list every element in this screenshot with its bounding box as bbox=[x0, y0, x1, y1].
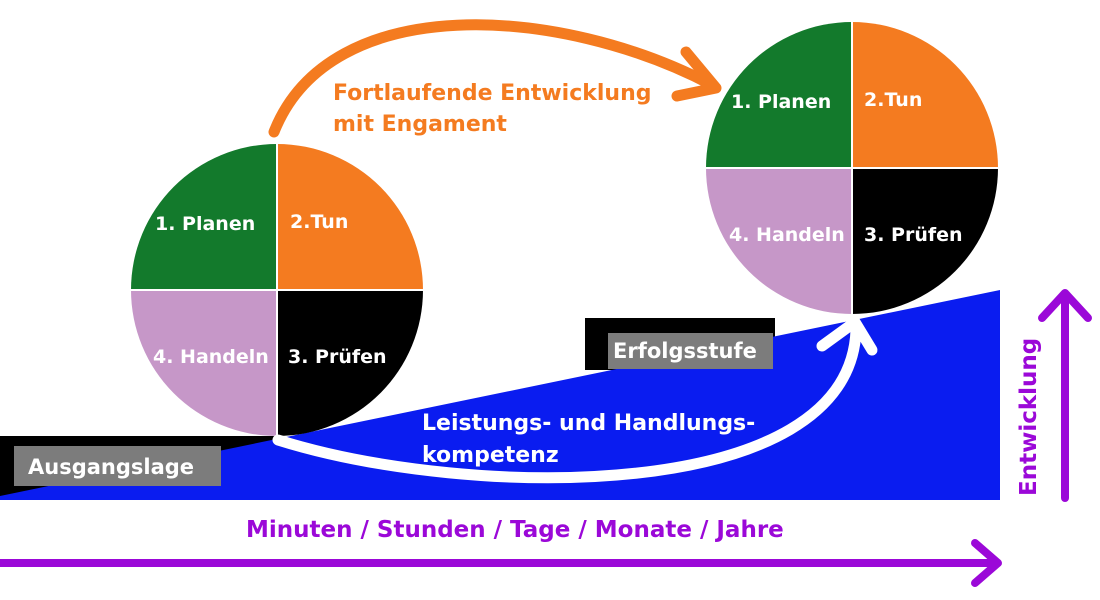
success-tag bbox=[608, 333, 773, 369]
vertical-development-arrowhead bbox=[1038, 289, 1092, 322]
competence-line2: kompetenz bbox=[422, 443, 559, 468]
timeline-label: Minuten / Stunden / Tage / Monate / Jahr… bbox=[246, 517, 784, 543]
small-plan-label: 1. Planen bbox=[155, 213, 255, 235]
start-label: Ausgangslage bbox=[28, 455, 194, 479]
start-tag bbox=[14, 446, 221, 486]
timeline-arrowhead bbox=[971, 539, 1002, 587]
pdca-cycle-start bbox=[131, 144, 423, 436]
pdca-cycle-success bbox=[706, 22, 998, 314]
large-plan-label: 1. Planen bbox=[731, 91, 831, 113]
small-act-label: 4. Handeln bbox=[153, 346, 269, 368]
development-arc-arrow bbox=[268, 19, 718, 138]
large-act-label: 4. Handeln bbox=[729, 224, 845, 246]
vertical-axis-label: Entwicklung bbox=[1016, 338, 1042, 496]
success-label: Erfolgsstufe bbox=[613, 339, 757, 363]
development-arc-line2: mit Engament bbox=[333, 112, 507, 137]
competence-line1: Leistungs- und Handlungs- bbox=[422, 411, 755, 436]
competence-arrow bbox=[272, 324, 862, 484]
small-check-label: 3. Prüfen bbox=[288, 346, 387, 368]
development-arc-line1: Fortlaufende Entwicklung bbox=[333, 81, 652, 106]
competence-arrowhead bbox=[816, 316, 878, 356]
development-arc-arrowhead bbox=[671, 46, 722, 102]
large-do-label: 2.Tun bbox=[864, 89, 922, 111]
large-check-label: 3. Prüfen bbox=[864, 224, 963, 246]
small-do-label: 2.Tun bbox=[290, 211, 348, 233]
